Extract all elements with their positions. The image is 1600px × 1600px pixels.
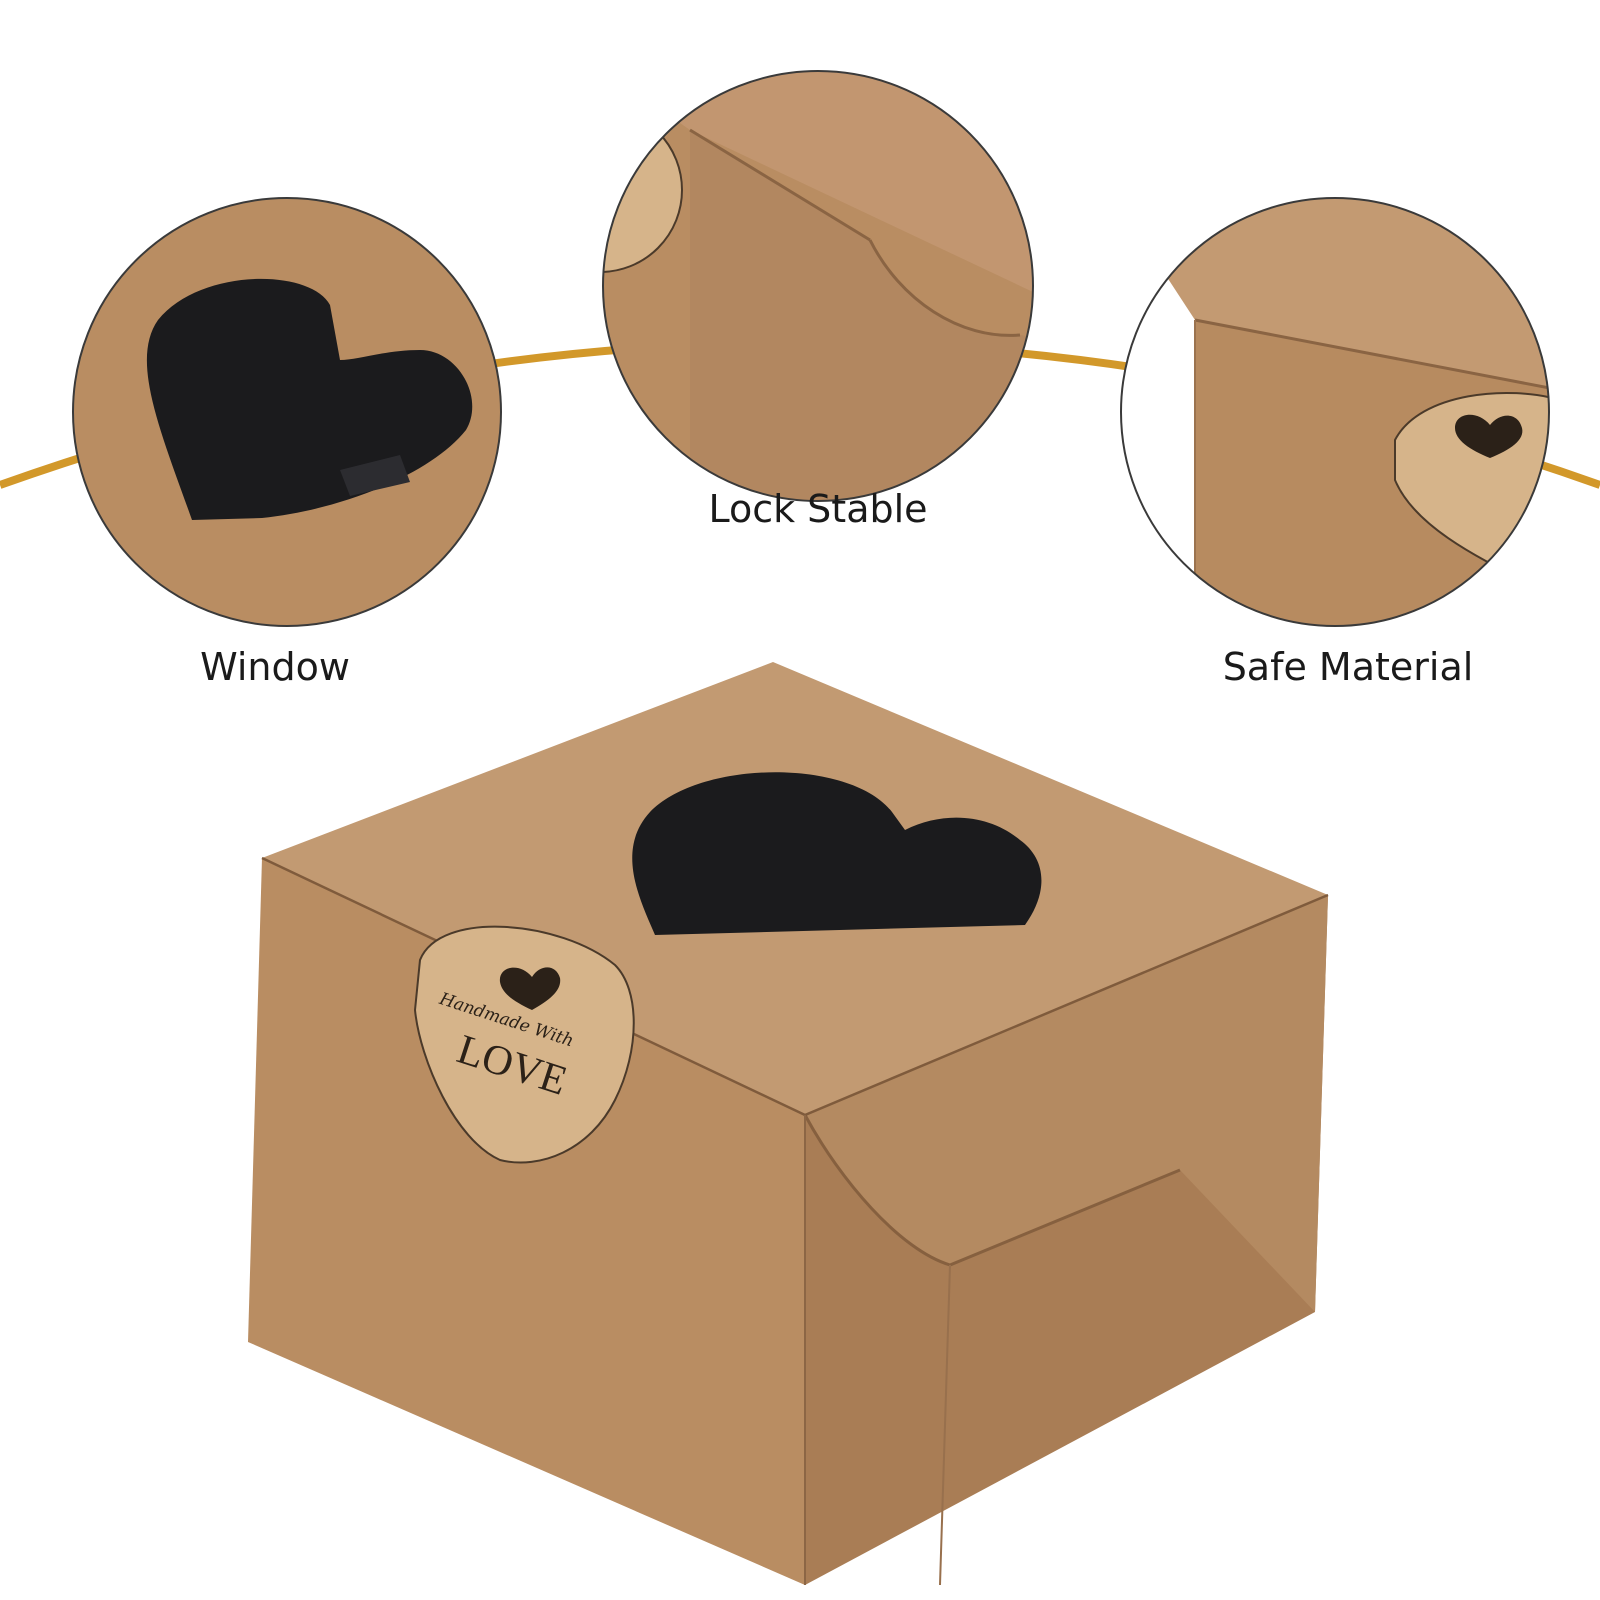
detail-circle-window: [72, 197, 502, 627]
box-tuck-flap: [805, 895, 1328, 1312]
sticker-partial: [603, 107, 683, 273]
box-sticker-heart-icon: [499, 967, 561, 1010]
feature-label-window: Window: [200, 645, 350, 689]
kraft-box: Handmade With LOVE: [248, 662, 1329, 1586]
box-sticker: [413, 925, 635, 1164]
feature-label-safe: Safe Material: [1222, 645, 1474, 689]
box-heart-window-icon: [632, 772, 1042, 935]
box-left-face: [248, 858, 805, 1585]
detail-circle-safe: [1120, 197, 1550, 627]
detail-circle-lock: [602, 70, 1034, 502]
sticker-heart-icon: [1455, 414, 1523, 458]
feature-label-lock: Lock Stable: [708, 487, 928, 531]
